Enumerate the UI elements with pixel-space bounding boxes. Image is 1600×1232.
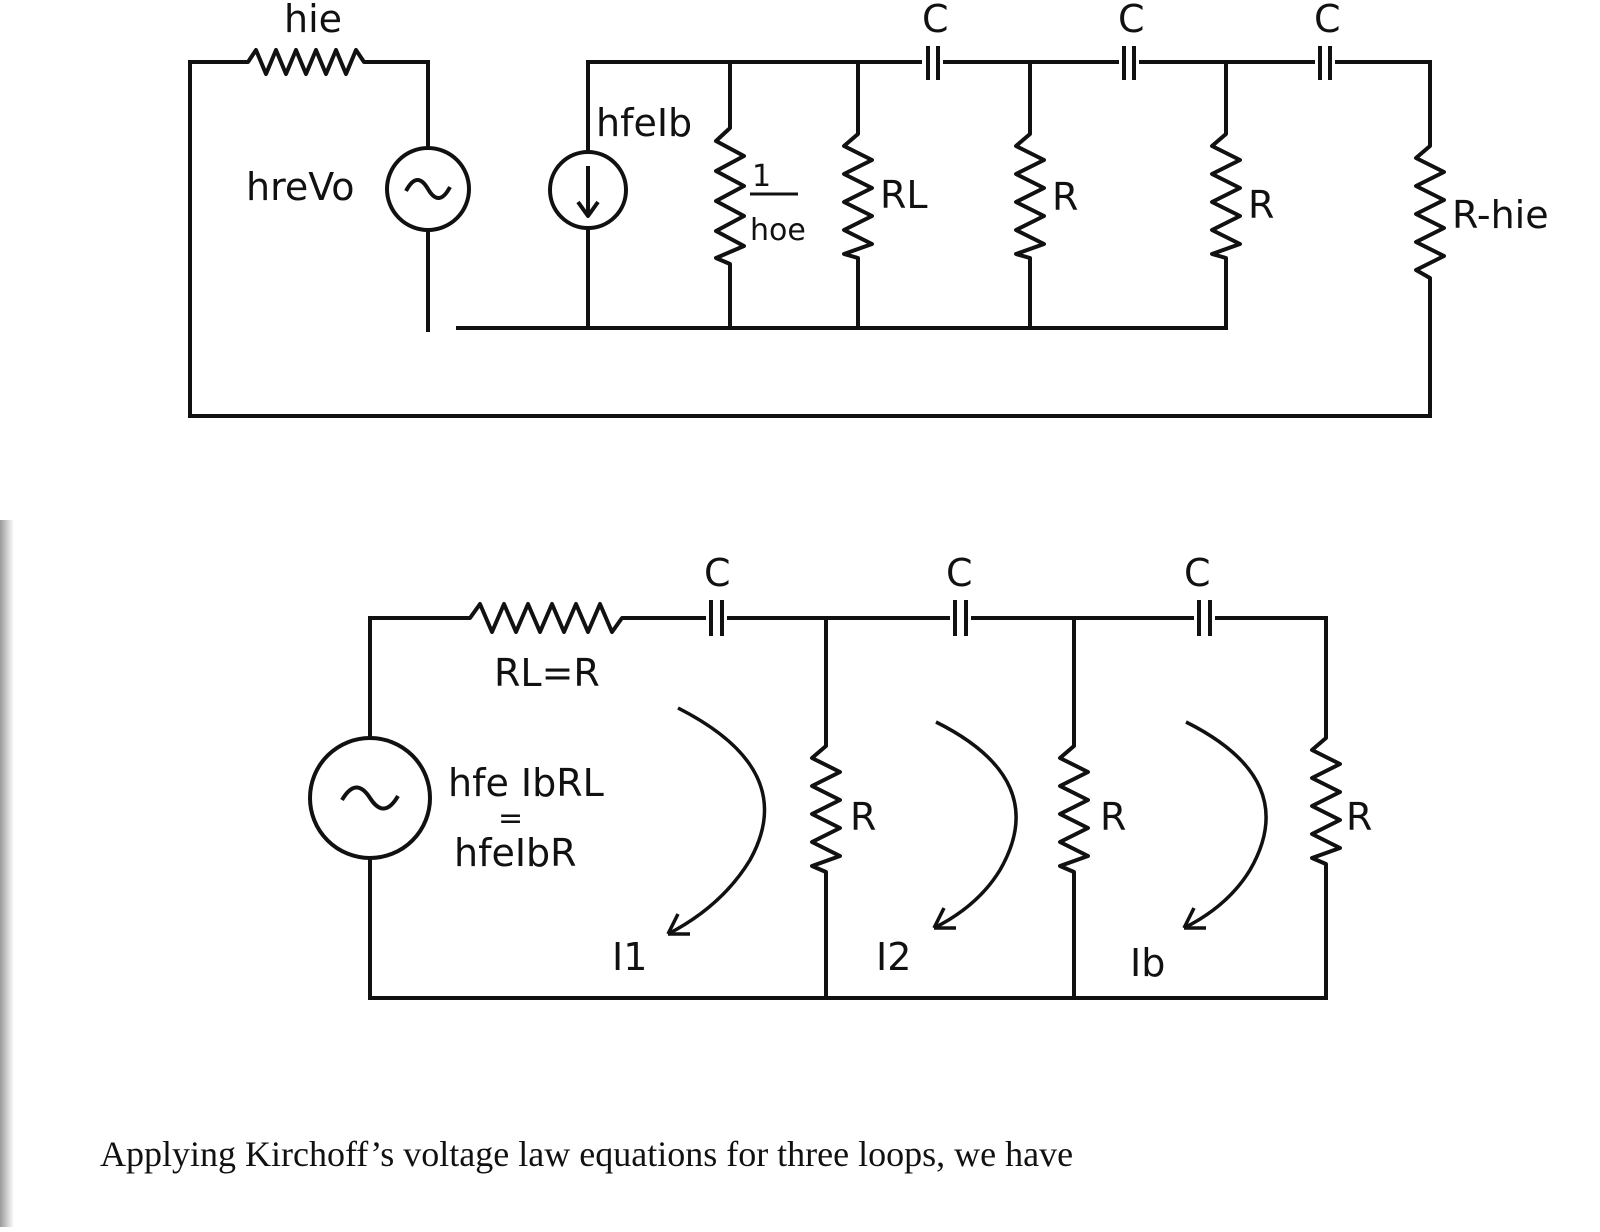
bottom-cap-2-label: C — [946, 551, 973, 595]
hrevo-label: hreVo — [246, 165, 355, 209]
bottom-cap-3 — [1197, 600, 1212, 636]
shunt-r2-resistor — [1058, 740, 1090, 876]
hfeib-label: hfeIb — [596, 101, 692, 145]
source-label-line3: hfeIbR — [454, 831, 577, 875]
r1-label: R — [1052, 175, 1078, 219]
shunt-r1-resistor — [810, 740, 842, 876]
shunt-r3-label: R — [1346, 795, 1372, 839]
bottom-cap-2 — [953, 600, 968, 636]
rl-resistor — [842, 128, 874, 262]
top-cap-2-label: C — [1118, 0, 1145, 41]
bottom-left-wire — [368, 616, 1328, 1000]
rl-label: RL — [880, 173, 928, 217]
source-label-line2: = — [498, 801, 523, 836]
rl-equals-r-resistor — [462, 602, 630, 634]
loop-current-1-arrow — [667, 706, 767, 936]
top-circuit: hie hreVo hfeIb 1 hoe RL R R R-hie C C C — [188, 0, 1549, 418]
voltage-source-hrevo — [385, 146, 471, 232]
ac-wave-icon — [404, 178, 452, 200]
bottom-cap-1-label: C — [704, 551, 731, 595]
scan-edge-shadow — [0, 520, 14, 1227]
bottom-top-wires — [628, 616, 1328, 1000]
loop-current-1-label: I1 — [612, 935, 647, 979]
loop-current-3-arrowhead — [1182, 907, 1206, 930]
loop-current-2-arrowhead — [932, 907, 956, 930]
body-text-sentence: Applying Kirchoff’s voltage law equation… — [100, 1134, 1074, 1174]
bottom-circuit: C C C RL=R hfe IbRL = hfeIbR R R R I1 I2… — [308, 551, 1372, 1000]
bottom-cap-1 — [709, 600, 724, 636]
top-cap-2 — [1122, 46, 1136, 80]
top-output-top-wire — [586, 60, 1432, 154]
hie-resistor — [240, 48, 370, 76]
top-cap-1 — [926, 46, 940, 80]
loop-current-2-label: I2 — [876, 935, 911, 979]
shunt-r3-resistor — [1310, 732, 1342, 868]
top-cap-1-label: C — [922, 0, 949, 41]
top-cap-3 — [1318, 46, 1332, 80]
r-minus-hie-label: R-hie — [1452, 193, 1549, 237]
r2-label: R — [1248, 183, 1274, 227]
loop-current-1-arrowhead — [666, 913, 690, 936]
down-arrow-icon — [576, 166, 600, 218]
r1-resistor — [1014, 128, 1046, 262]
shunt-r1-label: R — [850, 795, 876, 839]
loop-current-3-arrow — [1183, 720, 1268, 930]
loop-current-2-arrow — [933, 720, 1018, 930]
source-label-line1: hfe IbRL — [448, 761, 604, 805]
hie-label: hie — [284, 0, 342, 41]
loop-current-3-label: Ib — [1130, 941, 1165, 985]
ac-wave-icon — [340, 785, 400, 811]
top-source-wire-upper — [368, 60, 430, 150]
current-source-hfeib — [548, 150, 628, 230]
r-minus-hie-resistor — [1414, 140, 1446, 290]
shunt-r2-label: R — [1100, 795, 1126, 839]
top-input-loop-wire — [188, 60, 1432, 418]
rl-equals-r-label: RL=R — [494, 651, 600, 695]
hoe-denominator: hoe — [750, 213, 806, 248]
voltage-source-hfeibrl — [308, 736, 432, 860]
bottom-cap-3-label: C — [1184, 551, 1211, 595]
hoe-resistor — [714, 120, 746, 270]
r2-resistor — [1210, 128, 1242, 262]
top-cap-3-label: C — [1314, 0, 1341, 41]
hoe-numerator: 1 — [752, 159, 771, 194]
